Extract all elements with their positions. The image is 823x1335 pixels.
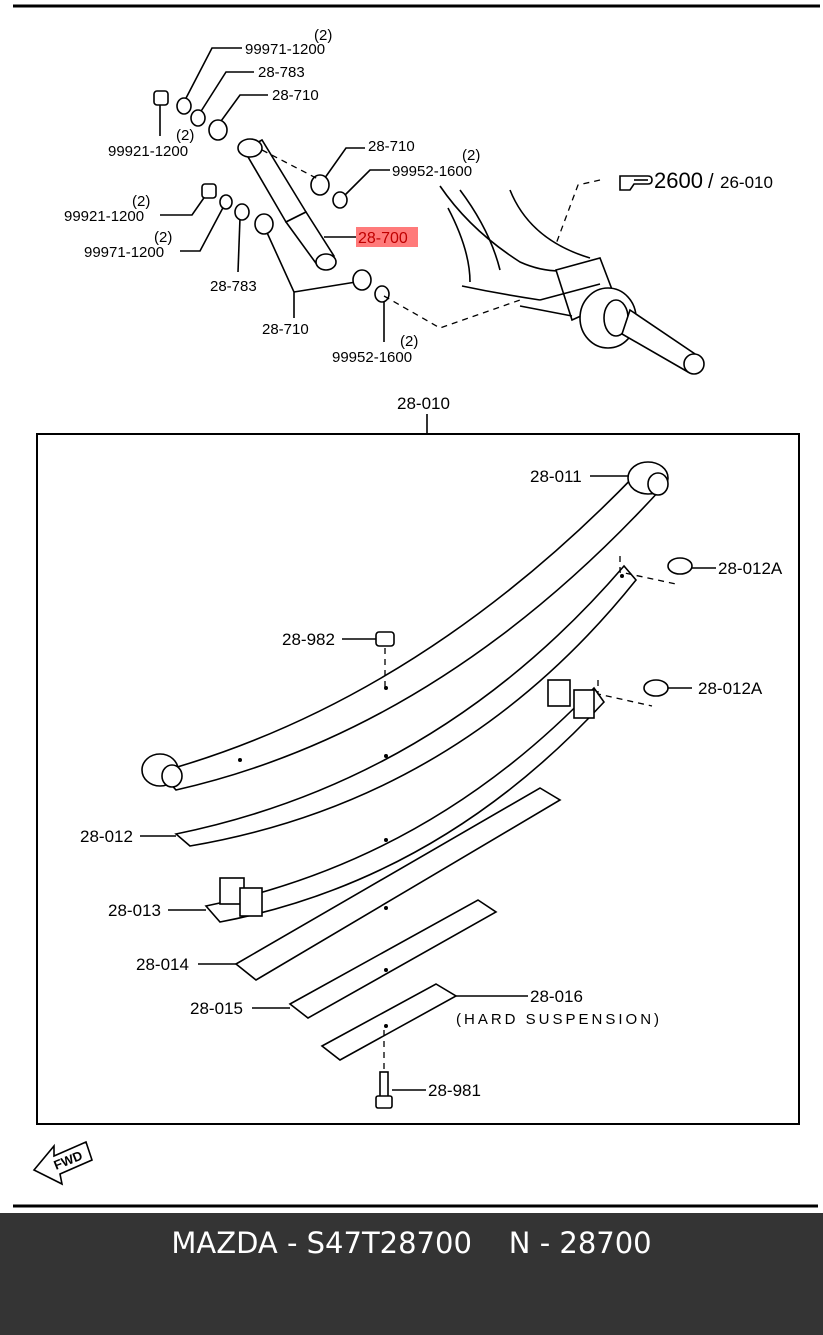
part-label: 28-014: [136, 955, 189, 974]
part-label: 28-710: [262, 321, 309, 338]
part-label: 99952-1600: [332, 349, 412, 366]
pointing-hand-icon: [619, 175, 653, 191]
shock-absorber-28-700: [237, 138, 337, 271]
part-label: 28-710: [272, 87, 319, 104]
bush-28-710-mid: [310, 174, 330, 196]
nut-99971-lower: [219, 194, 233, 210]
qty-label: (2): [462, 147, 480, 164]
part-label: 99921-1200: [64, 208, 144, 225]
ref-sub: 26-010: [720, 173, 773, 192]
part-label: 28-783: [258, 64, 305, 81]
nut-99921-lower: [201, 183, 217, 199]
part-label: 28-982: [282, 630, 335, 649]
upper-hardware: [153, 90, 390, 303]
leaf-spring-frame: [36, 433, 800, 1125]
qty-label: (2): [154, 229, 172, 246]
bush-28-710-upper: [208, 119, 228, 141]
leaf-28-013: [204, 679, 606, 923]
hard-suspension-note: (HARD SUSPENSION): [456, 1011, 662, 1028]
nut-99952-upper: [332, 191, 348, 209]
ref-slash: /: [708, 171, 714, 193]
ref-number: 2600: [654, 168, 703, 193]
leaf-28-012: [174, 564, 638, 847]
bolt-28-981: [375, 1030, 393, 1109]
nut-99971-upper: [176, 97, 192, 115]
part-label: 28-012A: [718, 559, 783, 578]
part-label: 28-011: [530, 467, 582, 486]
part-label: 28-981: [428, 1081, 481, 1100]
part-label: 28-016: [530, 987, 583, 1006]
part-label: 99952-1600: [392, 163, 472, 180]
part-label: 99921-1200: [108, 143, 188, 160]
part-label: 28-013: [108, 901, 161, 920]
fwd-arrow-icon: FWD: [32, 1140, 93, 1186]
highlighted-part-label: 28-700: [358, 230, 408, 247]
part-label: 99971-1200: [245, 41, 325, 58]
bush-28-710-bottom: [352, 269, 372, 291]
upper-leaders: [159, 47, 390, 342]
part-label: 28-783: [210, 278, 257, 295]
part-label: 99971-1200: [84, 244, 164, 261]
bush-28-710-lower: [254, 213, 274, 235]
washer-28-783-lower: [234, 203, 250, 221]
part-label: 28-710: [368, 138, 415, 155]
part-label: 28-012: [80, 827, 133, 846]
leaf-leaders: [140, 475, 716, 1091]
assembly-label: 28-010: [397, 394, 450, 413]
leaf-28-011: [141, 461, 669, 791]
part-label: 28-015: [190, 999, 243, 1018]
parts-diagram: (2) 99971-1200 28-783 28-710 (2) 99921-1…: [13, 4, 820, 1208]
qty-label: (2): [176, 127, 194, 144]
leaf-28-015: [288, 899, 498, 1019]
qty-label: (2): [400, 333, 418, 350]
nut-99921-upper: [153, 90, 169, 106]
footer-bar: [0, 1213, 823, 1335]
caps-28-012a: [597, 556, 693, 707]
qty-label: (2): [314, 27, 332, 44]
rear-axle-hub: [439, 185, 705, 375]
part-label: 28-012A: [698, 679, 763, 698]
highlight-box: [356, 227, 418, 247]
washer-28-783-upper: [190, 109, 206, 127]
part-number-caption: MAZDA - S47T28700 N - 28700: [171, 1226, 652, 1260]
alignment-lines: [261, 149, 601, 329]
leaf-28-014: [234, 787, 562, 981]
nut-99952-lower: [374, 285, 390, 303]
qty-label: (2): [132, 193, 150, 210]
